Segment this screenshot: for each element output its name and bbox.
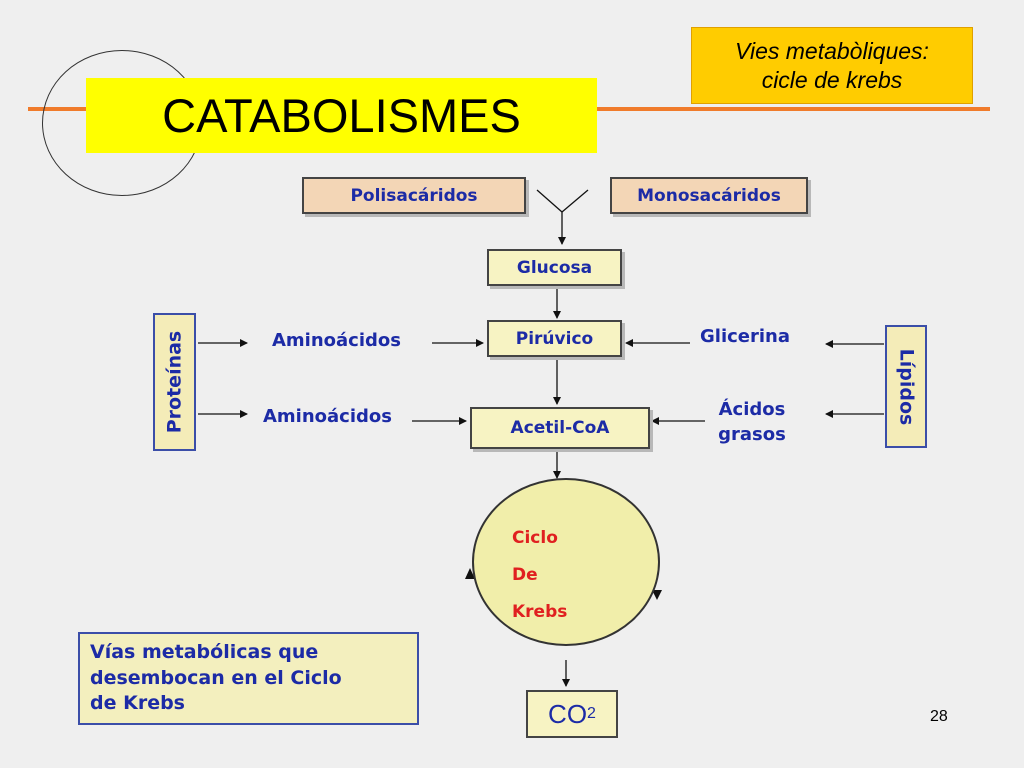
label-acidos-line-1: Ácidos: [718, 399, 786, 420]
summary-line-2: desembocan en el Ciclo: [90, 666, 342, 689]
label-proteinas: Proteínas: [163, 330, 186, 434]
label-aminoacidos-2: Aminoácidos: [263, 406, 392, 427]
label-acetil-coa: Acetil-CoA: [510, 418, 610, 438]
box-piruvico: Pirúvico: [487, 320, 622, 357]
krebs-line-1: Ciclo: [512, 528, 558, 548]
slide-title-text: CATABOLISMES: [162, 89, 521, 142]
krebs-cycle-arrowhead-right: [652, 590, 662, 600]
slide-title: CATABOLISMES: [86, 78, 597, 153]
slide-subtitle: Vies metabòliques: cicle de krebs: [691, 27, 973, 104]
krebs-cycle-circle: [472, 478, 660, 646]
box-lipidos: Lípidos: [885, 325, 927, 448]
co2-main: CO: [548, 698, 588, 729]
label-glicerina: Glicerina: [700, 326, 790, 347]
box-glucosa: Glucosa: [487, 249, 622, 286]
krebs-line-3: Krebs: [512, 602, 568, 622]
label-polisacaridos: Polisacáridos: [350, 185, 478, 206]
box-proteinas: Proteínas: [153, 313, 196, 451]
box-monosacaridos: Monosacáridos: [610, 177, 808, 214]
label-aminoacidos-1: Aminoácidos: [272, 330, 401, 351]
label-acidos-line-2: grasos: [718, 424, 786, 446]
label-monosacaridos: Monosacáridos: [637, 185, 781, 206]
summary-line-3: de Krebs: [90, 692, 185, 715]
label-glucosa: Glucosa: [516, 257, 593, 278]
box-polisacaridos: Polisacáridos: [302, 177, 526, 214]
label-piruvico: Pirúvico: [515, 328, 594, 349]
krebs-line-2: De: [512, 565, 538, 585]
subtitle-line-1: Vies metabòliques:: [735, 37, 929, 64]
page-number: 28: [930, 708, 948, 725]
summary-line-1: Vías metabólicas que: [90, 641, 319, 663]
krebs-cycle-label: Ciclo De Krebs: [512, 520, 592, 631]
y-junction-left: [536, 189, 563, 213]
label-acidos-grasos: Ácidos grasos: [712, 397, 792, 447]
y-junction-right: [561, 189, 589, 213]
summary-box: Vías metabólicas que desembocan en el Ci…: [78, 632, 419, 725]
co2-subscript: 2: [587, 705, 596, 722]
box-acetil-coa: Acetil-CoA: [470, 407, 650, 449]
subtitle-line-2: cicle de krebs: [761, 66, 903, 93]
label-lipidos: Lípidos: [895, 348, 918, 425]
